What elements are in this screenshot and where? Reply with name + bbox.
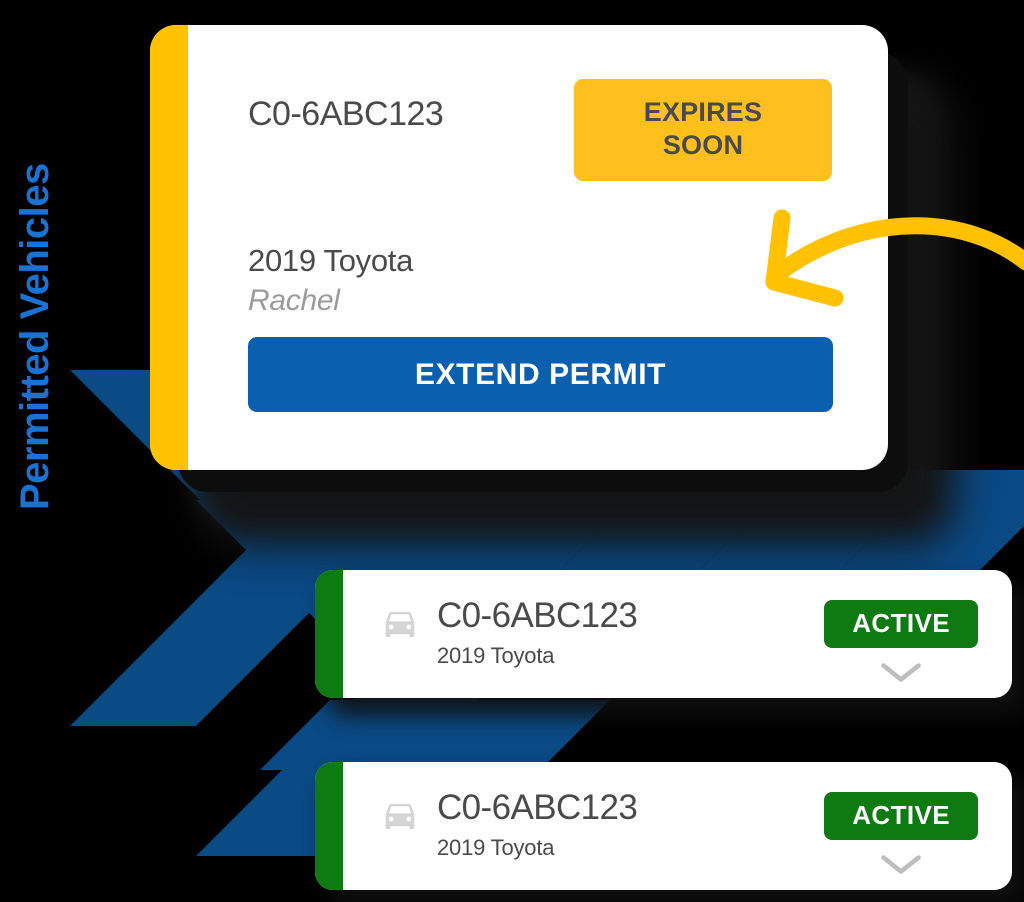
hero-vehicle-description: 2019 Toyota <box>248 242 414 278</box>
expanded-permit-card[interactable]: C0-6ABC123 EXPIRES SOON 2019 Toyota Rach… <box>150 25 888 470</box>
status-badge-line1: EXPIRES <box>643 97 763 127</box>
vehicle-license-plate: C0-6ABC123 <box>437 596 638 635</box>
status-badge-active[interactable]: ACTIVE <box>824 600 978 648</box>
extend-permit-button[interactable]: EXTEND PERMIT <box>248 337 833 412</box>
status-badge-active[interactable]: ACTIVE <box>824 792 978 840</box>
vehicle-description: 2019 Toyota <box>437 642 555 668</box>
hero-card-header: C0-6ABC123 EXPIRES SOON <box>248 79 832 181</box>
hero-license-plate: C0-6ABC123 <box>248 95 444 133</box>
status-badge-expires-soon: EXPIRES SOON <box>574 79 832 181</box>
vehicle-list-item[interactable]: C0-6ABC123 2019 Toyota ACTIVE <box>315 762 1012 890</box>
status-badge-line2: SOON <box>662 129 744 160</box>
vehicle-list-item-body: C0-6ABC123 2019 Toyota ACTIVE <box>343 762 1012 890</box>
vehicle-license-plate: C0-6ABC123 <box>437 788 638 827</box>
vehicle-info-group: C0-6ABC123 2019 Toyota <box>381 596 638 669</box>
vehicle-status-group: ACTIVE <box>824 790 978 877</box>
vehicle-text-group: C0-6ABC123 2019 Toyota <box>437 596 638 669</box>
vehicle-text-group: C0-6ABC123 2019 Toyota <box>437 788 638 861</box>
vehicle-list-item[interactable]: C0-6ABC123 2019 Toyota ACTIVE <box>315 570 1012 698</box>
vehicle-status-group: ACTIVE <box>824 598 978 685</box>
car-icon <box>385 611 415 638</box>
expand-row-toggle[interactable] <box>862 656 940 685</box>
car-icon <box>385 803 415 830</box>
vehicle-description: 2019 Toyota <box>437 834 555 860</box>
page-title-vertical: Permitted Vehicles <box>5 90 65 510</box>
expand-row-toggle[interactable] <box>862 848 940 877</box>
hero-status-stripe <box>150 25 188 470</box>
hero-vehicle-owner: Rachel <box>248 284 340 318</box>
chevron-down-icon <box>881 663 921 682</box>
chevron-down-icon <box>881 855 921 874</box>
page-title-text: Permitted Vehicles <box>12 163 57 510</box>
vehicle-status-stripe <box>315 762 343 890</box>
hero-card-body: C0-6ABC123 EXPIRES SOON 2019 Toyota Rach… <box>188 25 888 470</box>
vehicle-list-item-body: C0-6ABC123 2019 Toyota ACTIVE <box>343 570 1012 698</box>
vehicle-info-group: C0-6ABC123 2019 Toyota <box>381 788 638 861</box>
vehicle-status-stripe <box>315 570 343 698</box>
